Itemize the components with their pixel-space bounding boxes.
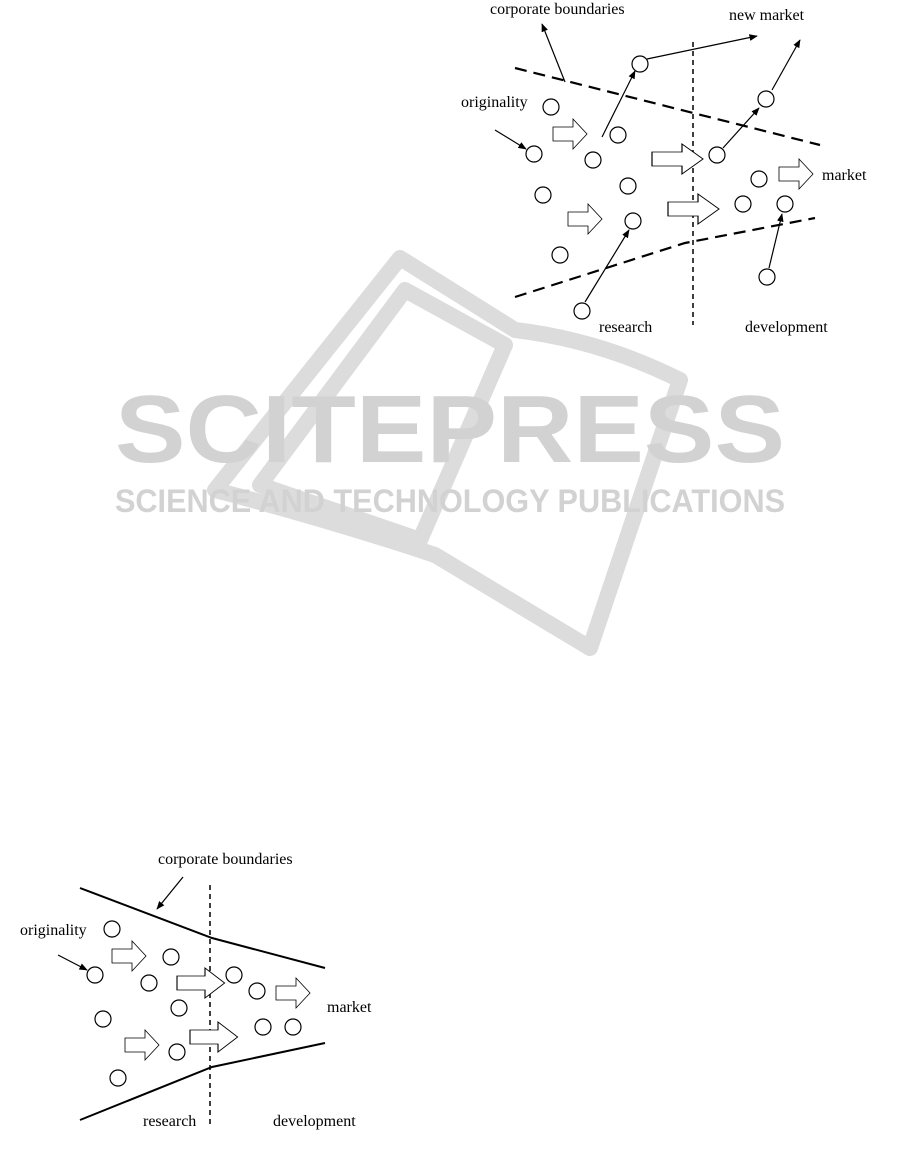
label-research: research xyxy=(599,319,652,336)
idea-node xyxy=(249,983,265,999)
idea-node xyxy=(95,1011,111,1027)
idea-node xyxy=(620,178,636,194)
idea-node xyxy=(141,975,157,991)
new-market-arrow xyxy=(647,36,757,59)
idea-node xyxy=(169,1044,185,1060)
open-innovation-diagram: corporate boundaries new market original… xyxy=(461,1,867,336)
flow-arrow-icon xyxy=(112,941,146,971)
outflow-arrow xyxy=(772,40,800,90)
label-market: market xyxy=(327,999,372,1016)
idea-node xyxy=(735,196,751,212)
idea-node xyxy=(610,127,626,143)
idea-node xyxy=(709,147,725,163)
label-research: research xyxy=(143,1113,196,1130)
inflow-arrow xyxy=(58,955,87,970)
idea-node xyxy=(535,187,551,203)
idea-node xyxy=(585,152,601,168)
idea-node xyxy=(632,56,648,72)
inflow-arrow xyxy=(495,130,526,149)
idea-node xyxy=(574,303,590,319)
inflow-arrow xyxy=(585,230,629,302)
flow-arrow-icon xyxy=(276,978,310,1008)
label-corporate-boundaries: corporate boundaries xyxy=(490,1,625,18)
label-market: market xyxy=(822,167,867,184)
flow-arrow-icon xyxy=(177,968,225,998)
label-new-market: new market xyxy=(729,7,805,24)
idea-node xyxy=(171,1000,187,1016)
idea-node xyxy=(285,1019,301,1035)
idea-node xyxy=(777,196,793,212)
idea-node xyxy=(758,91,774,107)
idea-node xyxy=(543,99,559,115)
outflow-arrow xyxy=(723,108,759,148)
boundary-pointer-arrow xyxy=(542,24,565,82)
idea-node xyxy=(255,1019,271,1035)
watermark-title: SCITEPRESS xyxy=(115,376,785,483)
idea-node xyxy=(163,949,179,965)
flow-arrow-icon xyxy=(553,119,587,149)
flow-arrow-icon xyxy=(125,1030,159,1060)
flow-arrow-icon xyxy=(190,1022,238,1052)
label-development: development xyxy=(273,1113,356,1130)
watermark: SCITEPRESS SCIENCE AND TECHNOLOGY PUBLIC… xyxy=(115,258,785,648)
label-originality: originality xyxy=(20,922,87,939)
idea-node xyxy=(87,967,103,983)
flow-arrow-icon xyxy=(779,159,813,189)
label-corporate-boundaries: corporate boundaries xyxy=(158,851,293,868)
inflow-arrow xyxy=(769,214,782,268)
idea-node xyxy=(526,146,542,162)
idea-node xyxy=(104,921,120,937)
label-originality: originality xyxy=(461,94,528,111)
closed-innovation-diagram: corporate boundaries originality market … xyxy=(20,851,372,1130)
idea-node xyxy=(759,269,775,285)
idea-node xyxy=(110,1070,126,1086)
boundary-pointer-arrow xyxy=(157,877,183,909)
idea-node xyxy=(226,967,242,983)
flow-arrow-icon xyxy=(568,204,602,234)
flow-arrow-icon xyxy=(652,144,703,174)
idea-node xyxy=(552,247,568,263)
idea-node xyxy=(625,213,641,229)
label-development: development xyxy=(745,319,828,336)
idea-node xyxy=(751,171,767,187)
watermark-subtitle: SCIENCE AND TECHNOLOGY PUBLICATIONS xyxy=(115,483,785,519)
